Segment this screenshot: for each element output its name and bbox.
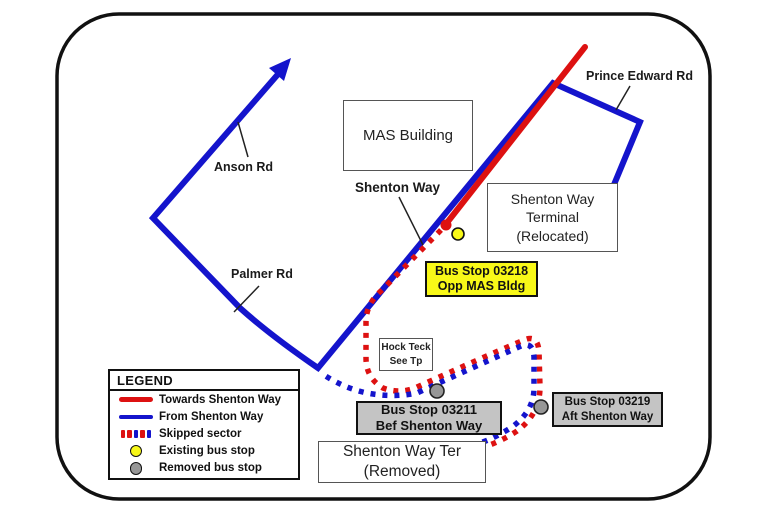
hock-teck-line2: See Tp bbox=[389, 355, 423, 367]
prince-edward-rd-label: Prince Edward Rd bbox=[586, 69, 693, 83]
yellow-circle-swatch-icon bbox=[113, 444, 159, 458]
legend-item-from: From Shenton Way bbox=[110, 408, 298, 425]
legend-item-existing-label: Existing bus stop bbox=[159, 445, 255, 458]
removed-bus-stop-marker-03219 bbox=[533, 399, 549, 415]
palmer-rd-callout-line bbox=[233, 285, 260, 313]
legend-item-removed: Removed bus stop bbox=[110, 460, 298, 477]
legend-item-skipped-label: Skipped sector bbox=[159, 427, 242, 440]
skipped-sector-red bbox=[363, 228, 543, 452]
terminal-relocated-line2: Terminal bbox=[526, 209, 579, 226]
legend-title: LEGEND bbox=[110, 371, 298, 391]
bus-stop-03219-line1: Bus Stop 03219 bbox=[564, 396, 651, 409]
terminal-removed-line2: (Removed) bbox=[363, 463, 441, 480]
bus-stop-03219-box: Bus Stop 03219 Aft Shenton Way bbox=[552, 392, 663, 427]
bus-stop-03218-line2: Opp MAS Bldg bbox=[437, 279, 526, 293]
legend-item-skipped: Skipped sector bbox=[110, 425, 298, 442]
bus-stop-03211-box: Bus Stop 03211 Bef Shenton Way bbox=[356, 401, 502, 435]
prince-edward-rd-callout-line bbox=[615, 85, 631, 111]
legend: LEGEND Towards Shenton Way From Shenton … bbox=[108, 369, 300, 480]
shenton-way-terminal-relocated-box: Shenton Way Terminal (Relocated) bbox=[487, 183, 618, 252]
terminal-relocated-line3: (Relocated) bbox=[516, 227, 589, 244]
mas-building-box: MAS Building bbox=[343, 100, 473, 171]
map-border bbox=[55, 12, 712, 501]
legend-item-from-label: From Shenton Way bbox=[159, 410, 264, 423]
terminal-removed-line1: Shenton Way Ter bbox=[342, 442, 462, 460]
hock-teck-line1: Hock Teck bbox=[381, 342, 431, 354]
dashed-line-swatch-icon bbox=[113, 429, 159, 439]
removed-bus-stop-marker-03211 bbox=[429, 383, 445, 399]
bus-stop-03218-line1: Bus Stop 03218 bbox=[434, 263, 529, 278]
red-route-end-dot bbox=[440, 219, 452, 231]
palmer-rd-label: Palmer Rd bbox=[231, 267, 293, 281]
anson-rd-label: Anson Rd bbox=[214, 160, 274, 174]
mas-building-label: MAS Building bbox=[362, 126, 454, 144]
shenton-way-label: Shenton Way bbox=[355, 180, 441, 195]
gray-circle-swatch-icon bbox=[113, 462, 159, 475]
bus-stop-03218-box: Bus Stop 03218 Opp MAS Bldg bbox=[425, 261, 538, 297]
hock-teck-box: Hock Teck See Tp bbox=[379, 338, 433, 371]
bus-stop-03219-line2: Aft Shenton Way bbox=[561, 410, 654, 423]
bus-stop-03211-line2: Bef Shenton Way bbox=[375, 418, 483, 433]
blue-line-swatch-icon bbox=[113, 414, 159, 420]
legend-item-removed-label: Removed bus stop bbox=[159, 462, 262, 475]
anson-rd-callout-line bbox=[237, 121, 249, 158]
legend-item-towards-label: Towards Shenton Way bbox=[159, 393, 282, 406]
route-arrowhead-icon bbox=[269, 58, 291, 81]
shenton-way-ter-removed-box: Shenton Way Ter (Removed) bbox=[318, 441, 486, 483]
shenton-way-callout-line bbox=[398, 196, 424, 246]
existing-bus-stop-marker-03218 bbox=[451, 227, 465, 241]
skipped-sector-blue bbox=[319, 342, 537, 446]
legend-item-existing: Existing bus stop bbox=[110, 443, 298, 460]
legend-item-towards: Towards Shenton Way bbox=[110, 391, 298, 408]
bus-stop-03211-line1: Bus Stop 03211 bbox=[380, 402, 478, 418]
terminal-relocated-line1: Shenton Way bbox=[510, 190, 595, 207]
route-from-shenton-way bbox=[148, 63, 644, 373]
red-line-swatch-icon bbox=[113, 397, 159, 402]
route-towards-shenton-way bbox=[443, 44, 588, 227]
